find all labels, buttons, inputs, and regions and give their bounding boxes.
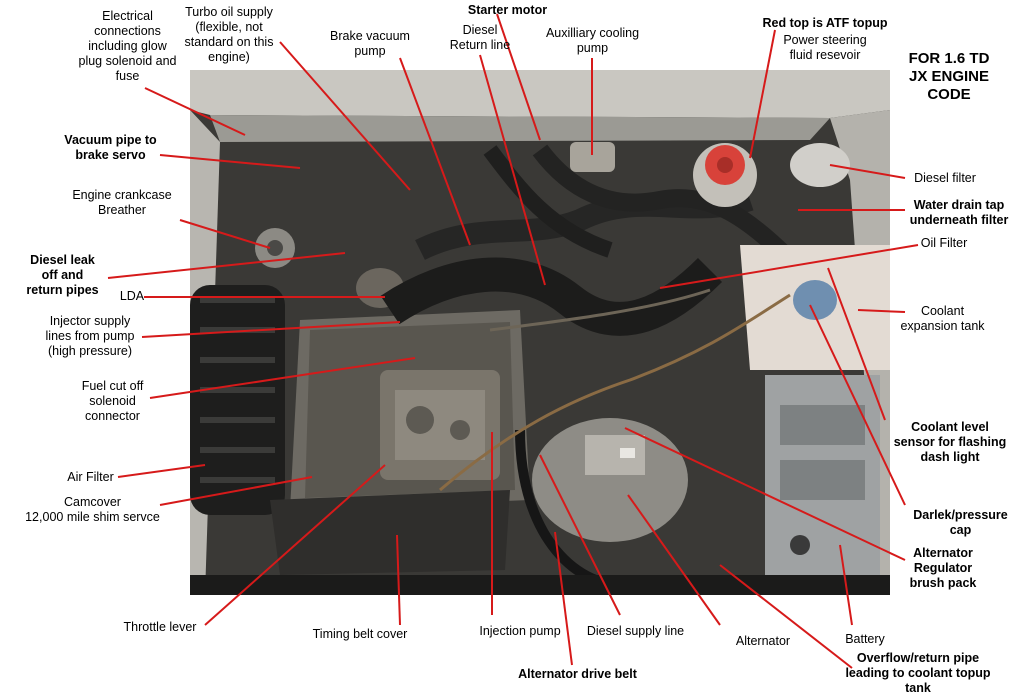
label-fuel-cut-off: Fuel cut off solenoid connector xyxy=(81,379,144,423)
label-lda: LDA xyxy=(119,289,145,303)
label-oil-filter: Oil Filter xyxy=(920,236,968,250)
engine-code-title: FOR 1.6 TD JX ENGINE CODE xyxy=(908,50,990,103)
label-alternator: Alternator xyxy=(735,634,791,648)
label-battery: Battery xyxy=(845,632,885,646)
label-coolant-level-sensor: Coolant level sensor for flashing dash l… xyxy=(893,420,1007,464)
label-alternator-regulator: Alternator Regulator brush pack xyxy=(909,546,977,590)
label-injector-supply: Injector supply lines from pump (high pr… xyxy=(45,314,135,358)
label-timing-belt-cover: Timing belt cover xyxy=(312,627,408,641)
label-diesel-leak: Diesel leak off and return pipes xyxy=(26,253,99,297)
label-overflow-pipe: Overflow/return pipe leading to coolant … xyxy=(845,651,991,695)
label-diesel-filter: Diesel filter xyxy=(914,171,976,185)
label-red-top: Red top is ATF topup xyxy=(762,16,888,30)
label-aux-cooling-pump: Auxilliary cooling pump xyxy=(545,26,640,55)
label-starter-motor: Starter motor xyxy=(467,3,548,17)
label-coolant-expansion-tank: Coolant expansion tank xyxy=(900,304,985,333)
label-vacuum-pipe: Vacuum pipe to brake servo xyxy=(64,133,157,162)
label-electrical: Electrical connections including glow pl… xyxy=(78,9,177,83)
label-diesel-return: Diesel Return line xyxy=(449,23,511,52)
label-throttle-lever: Throttle lever xyxy=(123,620,197,634)
label-turbo-oil: Turbo oil supply (flexible, not standard… xyxy=(184,5,274,64)
label-camcover: Camcover 12,000 mile shim servce xyxy=(25,495,160,524)
label-darlek-cap: Darlek/pressure cap xyxy=(913,508,1008,537)
label-alternator-drive-belt: Alternator drive belt xyxy=(518,667,637,681)
label-injection-pump: Injection pump xyxy=(479,624,561,638)
label-crankcase-breather: Engine crankcase Breather xyxy=(72,188,172,217)
label-diesel-supply-line: Diesel supply line xyxy=(586,624,685,638)
label-brake-vacuum-pump: Brake vacuum pump xyxy=(330,29,410,58)
engine-bay-photo xyxy=(190,70,890,595)
label-power-steering: Power steering fluid resevoir xyxy=(783,33,867,62)
label-water-drain-tap: Water drain tap underneath filter xyxy=(909,198,1009,227)
label-air-filter: Air Filter xyxy=(67,470,114,484)
